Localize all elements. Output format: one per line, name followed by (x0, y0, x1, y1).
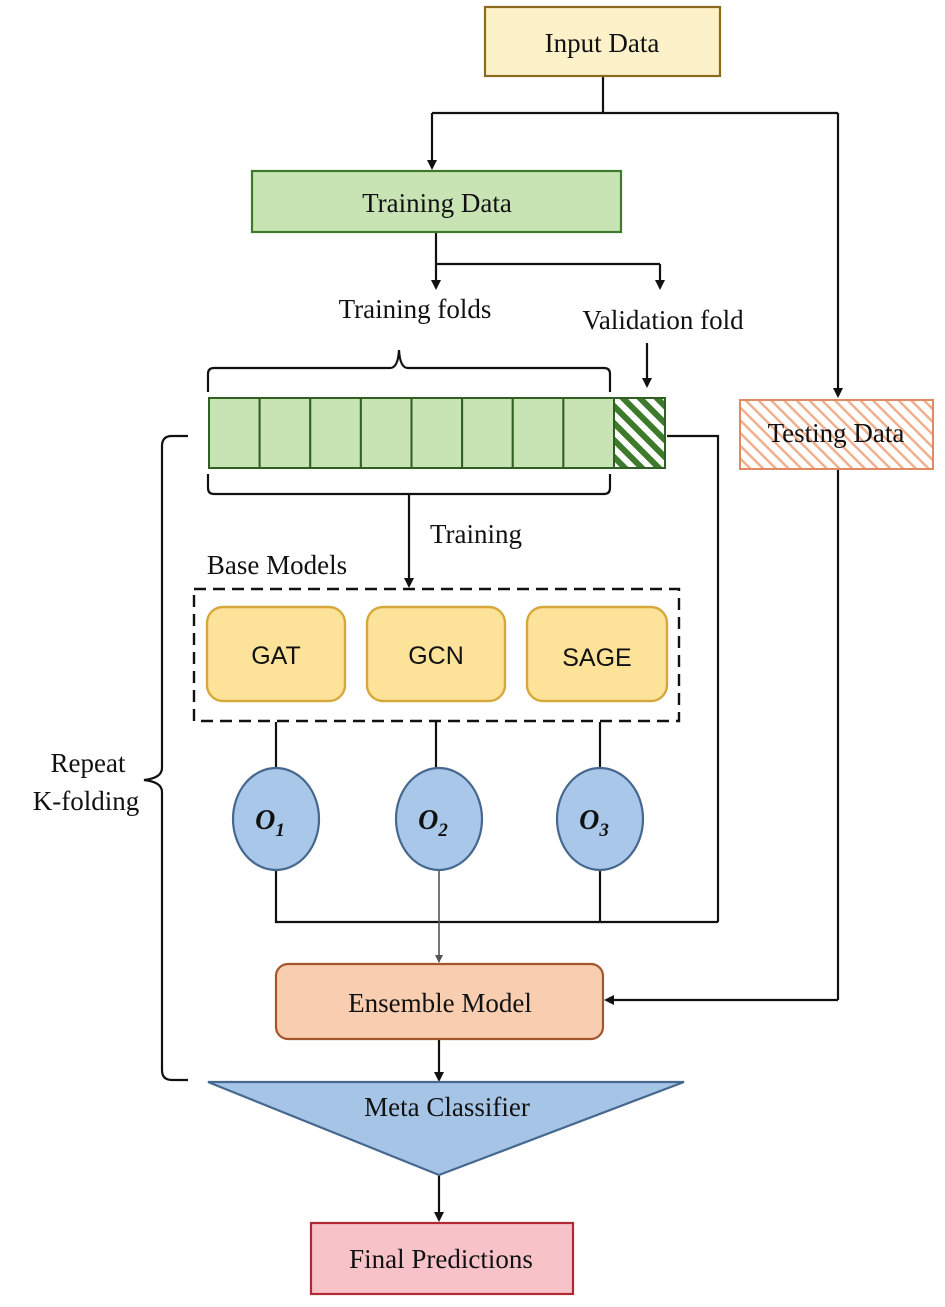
edge-validation-right (667, 434, 720, 922)
training-fold-cell (258, 397, 312, 469)
input-data-box (483, 5, 722, 78)
output-o1: O1 (231, 766, 321, 872)
model-sage-label: SAGE (562, 644, 631, 672)
ensemble-model-box (274, 962, 605, 1041)
model-gcn: GCN (365, 605, 507, 703)
final-predictions-node: Final Predictions (309, 1221, 575, 1296)
training-data-node: Training Data (250, 169, 623, 234)
ensemble-model-node: Ensemble Model (274, 962, 605, 1041)
ensemble-model-label: Ensemble Model (348, 988, 532, 1018)
training-folds-top-brace (206, 349, 612, 392)
model-gcn-label: GCN (408, 642, 464, 670)
training-fold-cell (359, 397, 413, 469)
output-o3-label: O3 (579, 805, 609, 841)
training-fold-cell (562, 397, 616, 469)
output-o1-circle (231, 766, 321, 872)
model-gcn-box (365, 605, 507, 703)
final-predictions-box (309, 1221, 575, 1296)
repeat-label: Repeat (51, 748, 126, 778)
edge-outputs-bottom (274, 870, 718, 924)
training-fold-cell (410, 397, 464, 469)
repeat-kfolding-brace (143, 434, 188, 1082)
training-fold-cell (461, 397, 514, 469)
model-gat-label: GAT (251, 642, 301, 670)
validation-fold-cell (613, 397, 666, 469)
training-data-label: Training Data (362, 188, 512, 218)
meta-classifier-label: Meta Classifier (364, 1092, 530, 1122)
kfolding-label: K-folding (33, 786, 139, 816)
training-folds-label: Training folds (339, 294, 492, 324)
output-o1-label: O1 (255, 805, 285, 841)
final-predictions-label: Final Predictions (349, 1244, 533, 1274)
training-fold-cell (511, 397, 565, 469)
base-models-label: Base Models (207, 550, 347, 580)
fold-strip (208, 397, 666, 469)
input-data-label: Input Data (545, 28, 660, 58)
output-o3-circle (555, 766, 645, 872)
output-o2-label: O2 (418, 805, 448, 841)
validation-fold-label: Validation fold (582, 305, 744, 335)
input-data-node: Input Data (483, 5, 722, 78)
output-o3: O3 (555, 766, 645, 872)
model-sage: SAGE (525, 605, 669, 703)
model-sage-box (525, 605, 669, 703)
testing-data-box (739, 399, 934, 470)
base-models-group (192, 587, 681, 723)
meta-classifier-triangle (207, 1080, 685, 1177)
model-gat: GAT (205, 605, 347, 703)
meta-classifier-node: Meta Classifier (207, 1080, 685, 1177)
testing-data-label: Testing Data (768, 418, 905, 448)
testing-data-node: Testing Data (739, 399, 934, 470)
output-o2-circle (394, 766, 484, 872)
training-arrow-label: Training (430, 519, 522, 549)
training-fold-cell (309, 397, 362, 469)
connectors (274, 76, 843, 1222)
fold-strip-bottom-brace (206, 474, 612, 496)
model-gat-box (205, 605, 347, 703)
training-data-box (250, 169, 623, 234)
training-fold-cell (208, 397, 261, 469)
output-o2: O2 (394, 766, 484, 872)
